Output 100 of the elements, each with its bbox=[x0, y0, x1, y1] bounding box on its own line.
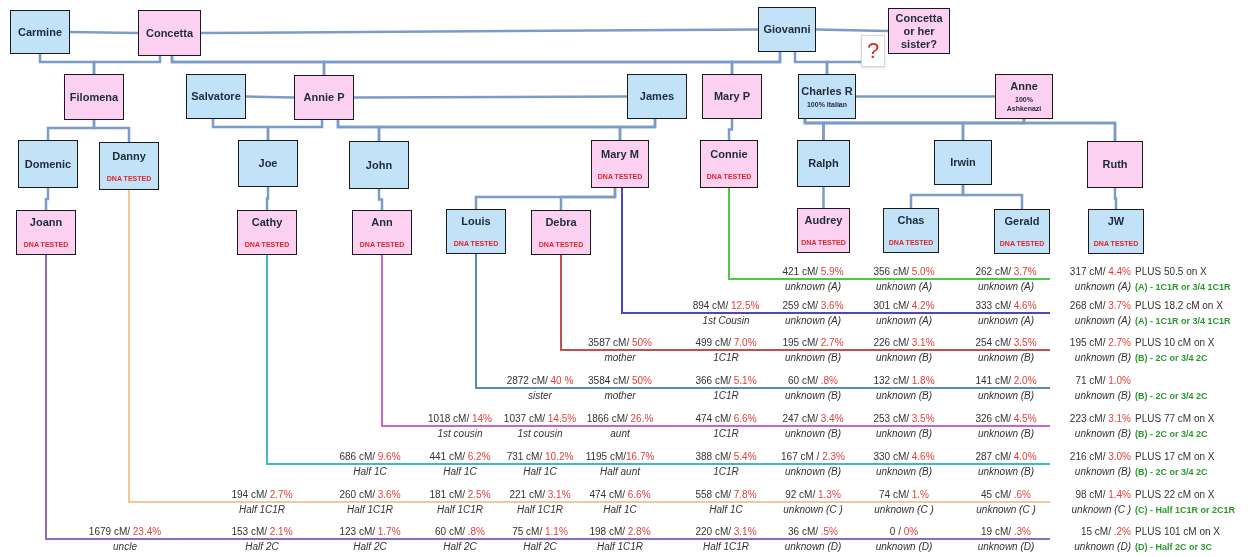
relationship-label: uncle bbox=[113, 541, 137, 553]
cm-value: 3587 cM/ 50% bbox=[588, 337, 652, 349]
person-box bbox=[18, 140, 78, 188]
cm-value: 60 cM/ .8% bbox=[788, 375, 838, 387]
cm-value: 326 cM/ 4.5% bbox=[975, 413, 1037, 425]
cm-value: 75 cM/ 1.1% bbox=[512, 526, 568, 538]
person-box bbox=[64, 74, 124, 120]
cm-value: 0 / 0% bbox=[889, 526, 919, 538]
cm-value: 226 cM/ 3.1% bbox=[873, 337, 935, 349]
cm-value: 141 cM/ 2.0% bbox=[975, 375, 1037, 387]
relationship-label: unknown (A) bbox=[1074, 315, 1131, 327]
relationship-label: Half 2C bbox=[523, 541, 557, 553]
relationship-label: unknown (B) bbox=[977, 466, 1035, 478]
cm-value: 1018 cM/ 14% bbox=[428, 413, 492, 425]
cm-value: 71 cM/ 1.0% bbox=[1075, 375, 1131, 387]
person-box bbox=[1087, 141, 1143, 188]
relationship-label: Half 1C1R bbox=[238, 504, 286, 516]
cm-value: 421 cM/ 5.9% bbox=[782, 266, 844, 278]
cm-value: 287 cM/ 4.0% bbox=[975, 451, 1037, 463]
family-line bbox=[559, 188, 617, 210]
relationship-label: unknown (D) bbox=[1074, 541, 1131, 553]
relationship-label: mother bbox=[604, 352, 636, 364]
person-name: Ralph bbox=[807, 157, 840, 170]
x-match-note: PLUS 77 cM on X bbox=[1135, 413, 1215, 425]
relationship-label: unknown (B) bbox=[977, 428, 1035, 440]
family-line bbox=[961, 185, 1024, 209]
relationship-label: unknown (D) bbox=[784, 541, 842, 553]
person-box bbox=[1088, 209, 1144, 254]
person-box bbox=[294, 75, 354, 120]
relationship-label: Half 1C1R bbox=[346, 504, 394, 516]
person-box bbox=[10, 10, 70, 54]
question-box bbox=[861, 35, 885, 67]
family-line bbox=[730, 52, 782, 74]
family-line bbox=[727, 119, 734, 140]
match-group-note: (C) - Half 1C1R or 2C1R bbox=[1135, 504, 1235, 516]
x-match-note: PLUS 50.5 on X bbox=[1135, 266, 1207, 278]
person-box bbox=[349, 141, 409, 189]
relationship-label: 1C1R bbox=[713, 352, 739, 364]
cm-value: 15 cM/ .2% bbox=[1080, 526, 1131, 538]
dna-match-line bbox=[621, 187, 1051, 314]
relationship-label: Half 2C bbox=[443, 541, 477, 553]
person-name: Connie bbox=[709, 147, 749, 161]
person-name: Debra bbox=[544, 216, 578, 229]
cm-value: 253 cM/ 3.5% bbox=[873, 413, 935, 425]
relationship-label: unknown (B) bbox=[1074, 352, 1131, 364]
person-box bbox=[934, 140, 992, 185]
person-name: Anne bbox=[1009, 80, 1039, 93]
relationship-label: unknown (C ) bbox=[976, 504, 1036, 516]
person-name: Joe bbox=[257, 157, 279, 170]
person-name: Mary P bbox=[712, 90, 752, 103]
question-mark: ? bbox=[866, 40, 880, 62]
cm-value: 45 cM/ .6% bbox=[981, 489, 1031, 501]
relationship-label: unknown (A) bbox=[977, 315, 1035, 327]
cm-value: 123 cM/ 1.7% bbox=[339, 526, 401, 538]
cm-value: 216 cM/ 3.0% bbox=[1069, 451, 1131, 463]
family-line bbox=[822, 187, 825, 208]
relationship-label: unknown (B) bbox=[875, 390, 933, 402]
match-group-note: (B) - 2C or 3/4 2C bbox=[1135, 352, 1208, 364]
family-line bbox=[92, 56, 162, 74]
x-match-note: PLUS 101 cM on X bbox=[1135, 526, 1221, 538]
relationship-label: unknown (B) bbox=[784, 390, 842, 402]
cm-value: 301 cM/ 4.2% bbox=[873, 300, 935, 312]
cm-value: 92 cM/ 1.3% bbox=[785, 489, 841, 501]
relationship-label: Half 1C bbox=[353, 466, 387, 478]
cm-value: 1037 cM/ 14.5% bbox=[503, 413, 577, 425]
dna-match-line bbox=[475, 253, 1051, 389]
relationship-label: unknown (B) bbox=[784, 428, 842, 440]
person-box bbox=[700, 140, 758, 188]
family-line bbox=[815, 28, 889, 33]
cm-value: 195 cM/ 2.7% bbox=[782, 337, 844, 349]
x-match-note: PLUS 22 cM on X bbox=[1135, 489, 1215, 501]
person-box bbox=[798, 74, 856, 119]
relationship-label: unknown (B) bbox=[875, 466, 933, 478]
dna-match-line bbox=[560, 254, 1051, 351]
cm-value: 317 cM/ 4.4% bbox=[1069, 266, 1131, 278]
person-name: Concetta bbox=[144, 26, 195, 40]
cm-value: 1679 cM/ 23.4% bbox=[88, 526, 162, 538]
relationship-label: unknown (B) bbox=[784, 352, 842, 364]
person-name: Carmine bbox=[17, 25, 63, 39]
relationship-label: Half 2C bbox=[353, 541, 387, 553]
relationship-label: 1C1R bbox=[713, 428, 739, 440]
person-box bbox=[883, 208, 939, 253]
person-box bbox=[138, 10, 201, 56]
match-group-note: (D) - Half 2C or 3C bbox=[1135, 541, 1212, 553]
cm-value: 36 cM/ .5% bbox=[788, 526, 838, 538]
cm-value: 558 cM/ 7.8% bbox=[695, 489, 757, 501]
person-name: Gerald bbox=[1003, 215, 1041, 228]
person-box bbox=[186, 74, 246, 119]
relationship-label: 1st cousin bbox=[517, 428, 563, 440]
cm-value: 441 cM/ 6.2% bbox=[429, 451, 491, 463]
relationship-label: Half 1C1R bbox=[516, 504, 564, 516]
person-name: Salvatore bbox=[190, 90, 242, 103]
family-line bbox=[377, 189, 384, 210]
match-group-note: (B) - 2C or 3/4 2C bbox=[1135, 466, 1208, 478]
person-box bbox=[238, 140, 298, 187]
relationship-label: unknown (D) bbox=[977, 541, 1035, 553]
relationship-label: unknown (B) bbox=[1074, 390, 1131, 402]
relationship-label: unknown (B) bbox=[977, 352, 1035, 364]
relationship-label: 1C1R bbox=[713, 390, 739, 402]
relationship-label: Half 1C1R bbox=[702, 541, 750, 553]
